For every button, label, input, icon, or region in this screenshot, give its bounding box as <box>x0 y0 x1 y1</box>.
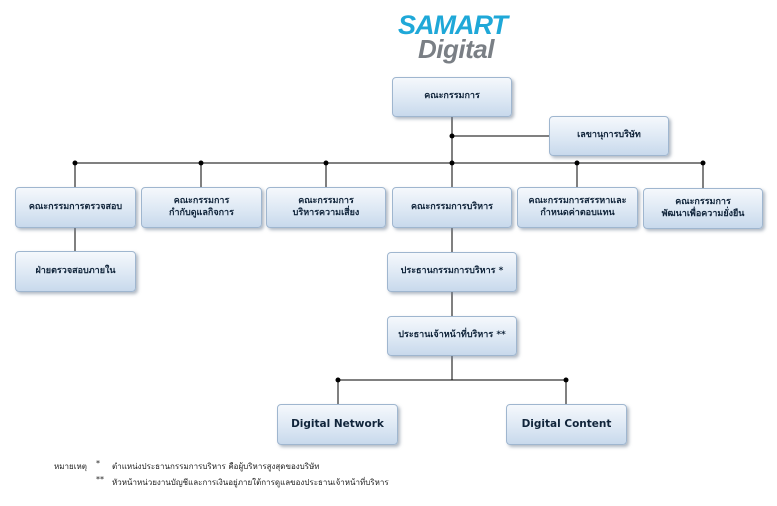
junction-dot <box>323 160 329 166</box>
nomination-committee-label: คณะกรรมการสรรหาและ กำหนดค่าตอบแทน <box>528 196 627 218</box>
executive-chairman-label: ประธานกรรมการบริหาร * <box>400 266 504 277</box>
governance-committee-box: คณะกรรมการ กำกับดูแลกิจการ <box>141 187 262 228</box>
ceo-label: ประธานเจ้าหน้าที่บริหาร ** <box>398 330 506 341</box>
logo-samart-text: SAMART <box>397 10 508 40</box>
junction-dot <box>335 377 341 383</box>
note-2-mark: ** <box>96 475 104 484</box>
samart-digital-logo: SAMART Digital <box>390 8 515 68</box>
note-2-text: หัวหน้าหน่วยงานบัญชีและการเงินอยู่ภายใต้… <box>112 478 389 487</box>
risk-committee-label: คณะกรรมการ บริหารความเสี่ยง <box>292 196 360 218</box>
junction-dot <box>449 160 455 166</box>
internal-audit-label: ฝ่ายตรวจสอบภายใน <box>35 265 116 276</box>
digital-network-box: Digital Network <box>277 404 398 445</box>
executive-chairman-box: ประธานกรรมการบริหาร * <box>387 252 517 292</box>
notes-label: หมายเหตุ <box>54 462 87 471</box>
junction-dot <box>198 160 204 166</box>
junction-dot <box>574 160 580 166</box>
board-label: คณะกรรมการ <box>424 91 480 102</box>
executive-committee-box: คณะกรรมการบริหาร <box>392 187 512 228</box>
junction-dot <box>700 160 706 166</box>
secretary-label: เลขานุการบริษัท <box>577 130 641 141</box>
ceo-box: ประธานเจ้าหน้าที่บริหาร ** <box>387 316 517 356</box>
governance-committee-label: คณะกรรมการ กำกับดูแลกิจการ <box>169 196 234 218</box>
digital-content-box: Digital Content <box>506 404 627 445</box>
digital-content-label: Digital Content <box>521 417 612 430</box>
audit-committee-label: คณะกรรมการตรวจสอบ <box>28 201 123 212</box>
junction-dot <box>449 133 455 139</box>
risk-committee-box: คณะกรรมการ บริหารความเสี่ยง <box>266 187 386 228</box>
board-box: คณะกรรมการ <box>392 77 512 117</box>
junction-dot <box>563 377 569 383</box>
note-1-text: ตำแหน่งประธานกรรมการบริหาร คือผู้บริหารส… <box>112 462 320 471</box>
secretary-box: เลขานุการบริษัท <box>549 116 669 156</box>
junction-dot <box>72 160 78 166</box>
audit-committee-box: คณะกรรมการตรวจสอบ <box>15 187 136 228</box>
sustainability-committee-label: คณะกรรมการ พัฒนาเพื่อความยั่งยืน <box>661 197 745 219</box>
internal-audit-box: ฝ่ายตรวจสอบภายใน <box>15 251 136 292</box>
digital-network-label: Digital Network <box>291 417 384 430</box>
logo-digital-text: Digital <box>418 34 494 64</box>
nomination-committee-box: คณะกรรมการสรรหาและ กำหนดค่าตอบแทน <box>517 187 638 228</box>
note-1-mark: * <box>96 459 100 468</box>
executive-committee-label: คณะกรรมการบริหาร <box>411 201 493 212</box>
sustainability-committee-box: คณะกรรมการ พัฒนาเพื่อความยั่งยืน <box>643 188 763 229</box>
